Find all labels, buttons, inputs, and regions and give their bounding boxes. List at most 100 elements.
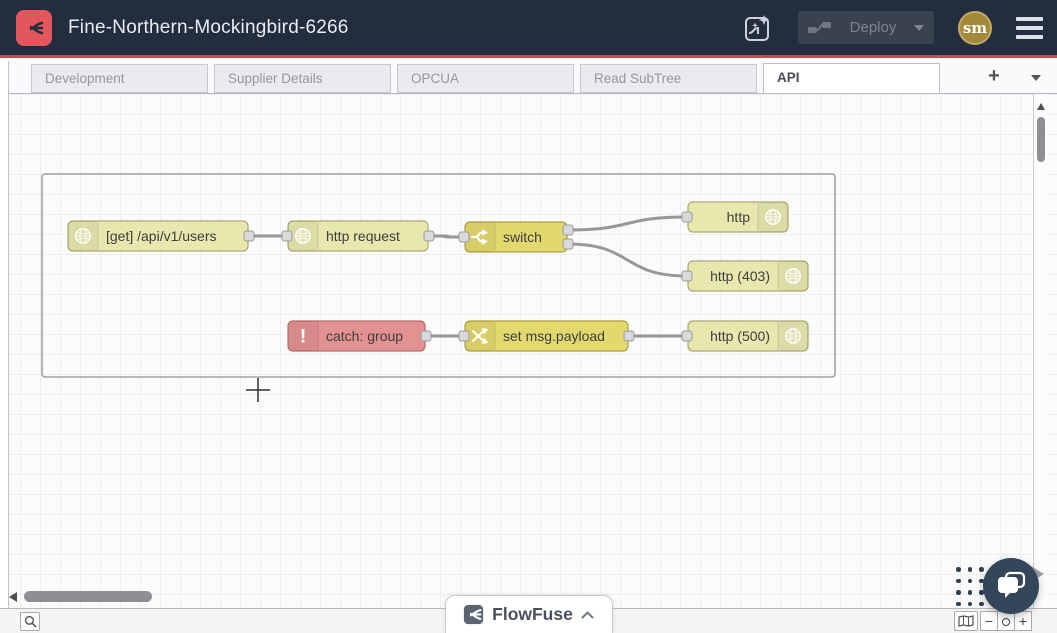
flowfuse-logo-gray-icon — [464, 604, 484, 625]
node-output-port[interactable] — [420, 330, 432, 342]
flow-node-change[interactable]: set msg.payload — [458, 320, 635, 352]
flow-node-http-request[interactable]: http request — [281, 220, 435, 252]
node-label: switch — [503, 229, 542, 245]
main-menu-hamburger-icon[interactable] — [1016, 16, 1043, 39]
flow-wire[interactable] — [566, 242, 689, 278]
user-avatar[interactable]: sm — [958, 10, 992, 45]
chat-drag-dot — [956, 578, 961, 583]
chat-drag-dot — [967, 601, 972, 606]
flow-wire[interactable] — [566, 215, 689, 232]
flow-node-catch[interactable]: ! catch: group — [287, 320, 432, 352]
deploy-label: Deploy — [849, 19, 897, 36]
chat-drag-dot — [956, 567, 961, 572]
flowfuse-logo-mark — [29, 21, 44, 34]
switch-fork-icon — [470, 231, 484, 243]
header: Fine-Northern-Mockingbird-6266 Deploy sm — [0, 0, 1057, 58]
flowfuse-logo-icon[interactable] — [16, 9, 52, 46]
flow-node-http-in[interactable]: [get] /api/v1/users — [67, 220, 255, 252]
horizontal-scroll-thumb[interactable] — [24, 591, 152, 602]
flowfuse-brand-name: FlowFuse — [492, 604, 573, 624]
node-output-port[interactable] — [243, 230, 255, 242]
header-actions: Deploy sm — [742, 10, 1043, 45]
globe-icon — [785, 268, 801, 284]
node-input-port[interactable] — [681, 330, 693, 342]
node-output-port[interactable] — [562, 238, 574, 250]
switch-fork-icon — [482, 229, 488, 236]
chat-drag-dot — [979, 578, 984, 583]
flow-list-chevron-down-icon[interactable] — [1031, 75, 1041, 81]
instance-title: Fine-Northern-Mockingbird-6266 — [68, 16, 349, 38]
chat-drag-dot — [967, 590, 972, 595]
node-input-port[interactable] — [281, 230, 293, 242]
node-input-port[interactable] — [458, 231, 470, 243]
flow-node-http-out[interactable]: http — [681, 201, 789, 233]
flow-canvas[interactable]: [get] /api/v1/users http request switch … — [0, 94, 1057, 608]
flow-node-http-403[interactable]: http (403) — [681, 260, 809, 292]
node-label: [get] /api/v1/users — [106, 228, 217, 244]
node-label: catch: group — [326, 328, 403, 344]
search-button[interactable] — [20, 612, 40, 631]
flow-assistant-sparkle-icon[interactable] — [742, 12, 774, 44]
tab-api[interactable]: API — [763, 63, 940, 94]
chat-launcher-button[interactable] — [983, 558, 1039, 614]
collapsed-palette — [0, 61, 9, 608]
flowfuse-badge[interactable]: FlowFuse — [444, 595, 613, 633]
node-output-port[interactable] — [623, 330, 635, 342]
avatar-initials: sm — [962, 18, 988, 37]
tab-opcua[interactable]: OPCUA — [397, 64, 574, 93]
flow-node-http-500[interactable]: http (500) — [681, 320, 809, 352]
change-shuffle-icon — [472, 330, 484, 342]
scroll-left-arrow-icon[interactable] — [9, 592, 17, 602]
node-label: http (403) — [710, 268, 770, 284]
scroll-up-arrow-icon[interactable] — [1037, 103, 1045, 110]
zoom-out-button[interactable]: − — [980, 611, 998, 631]
tab-development[interactable]: Development — [31, 64, 208, 93]
chat-drag-handle-dots-grid-icon[interactable] — [956, 567, 984, 606]
flow-svg: [get] /api/v1/users http request switch … — [41, 173, 836, 402]
node-input-port[interactable] — [681, 211, 693, 223]
deploy-nodes-icon — [808, 21, 831, 33]
vertical-scrollbar[interactable] — [1033, 94, 1047, 608]
switch-fork-icon — [482, 238, 488, 245]
node-label: http (500) — [710, 328, 770, 344]
globe-icon — [785, 328, 801, 344]
navigator-button[interactable] — [954, 611, 978, 631]
crosshair-cursor — [246, 378, 270, 402]
flow-node-switch[interactable]: switch — [458, 221, 574, 253]
globe-icon — [295, 228, 311, 244]
chat-drag-dot — [967, 578, 972, 583]
globe-icon — [75, 228, 91, 244]
node-output-port[interactable] — [562, 224, 574, 236]
globe-icon — [765, 209, 781, 225]
zoom-reset-button[interactable] — [997, 611, 1015, 631]
catch-exclamation-icon: ! — [300, 327, 306, 348]
chat-drag-dot — [956, 601, 961, 606]
flow-group-box[interactable] — [41, 173, 836, 378]
chat-drag-dot — [979, 590, 984, 595]
node-input-port[interactable] — [458, 330, 470, 342]
tab-supplier-details[interactable]: Supplier Details — [214, 64, 391, 93]
chat-drag-dot — [979, 567, 984, 572]
node-label: set msg.payload — [503, 328, 605, 344]
node-input-port[interactable] — [681, 270, 693, 282]
chat-drag-dot — [979, 601, 984, 606]
node-label: http request — [326, 228, 400, 244]
magnifier-icon — [24, 615, 37, 628]
node-output-port[interactable] — [423, 230, 435, 242]
circle-icon — [1002, 618, 1010, 626]
map-icon — [958, 615, 974, 627]
deploy-options-caret-icon[interactable] — [914, 24, 924, 31]
deploy-button[interactable]: Deploy — [798, 11, 934, 44]
chat-drag-dot — [956, 590, 961, 595]
vertical-scroll-thumb[interactable] — [1037, 117, 1045, 162]
add-flow-button[interactable]: + — [988, 65, 1000, 87]
change-shuffle-icon — [481, 337, 488, 344]
tab-read-subtree[interactable]: Read SubTree — [580, 64, 757, 93]
zoom-controls: − + — [980, 611, 1032, 631]
zoom-in-button[interactable]: + — [1014, 611, 1032, 631]
flow-wire[interactable] — [427, 234, 466, 239]
chevron-up-icon — [581, 610, 594, 618]
